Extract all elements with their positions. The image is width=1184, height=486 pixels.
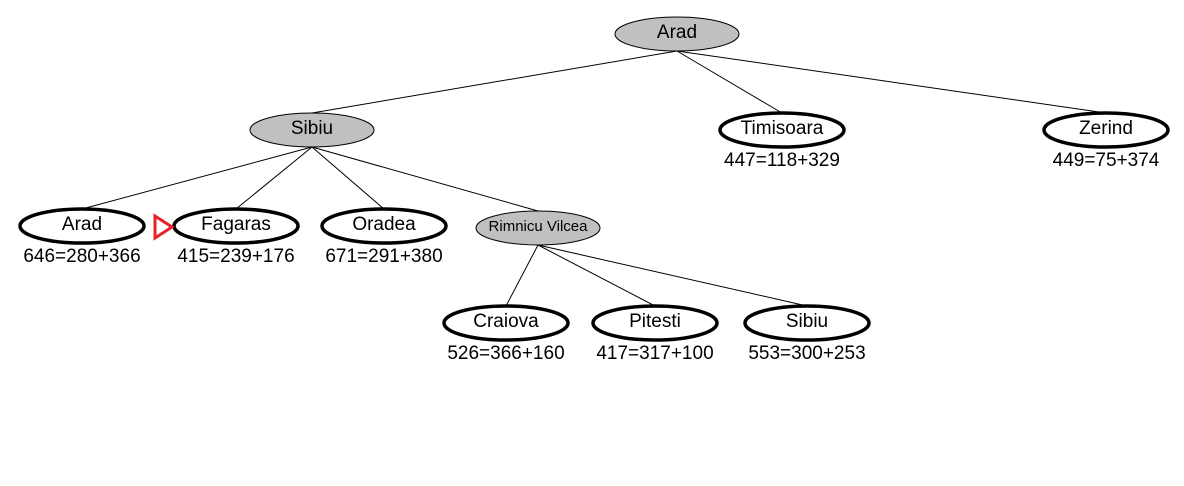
node-ellipse: [442, 304, 570, 342]
tree-node-craiova: Craiova 526=366+160: [442, 304, 570, 364]
tree-node-fagaras: Fagaras 415=239+176: [172, 207, 300, 267]
node-score: 671=291+380: [325, 246, 442, 267]
node-label: Fagaras: [201, 214, 271, 235]
node-score: 415=239+176: [177, 246, 294, 267]
node-ellipse: [614, 16, 740, 52]
tree-edge-sibiu-to-fagaras: [235, 146, 313, 210]
tree-edge-sibiu-to-rimnicu-vilcea: [311, 146, 539, 212]
node-ellipse: [1042, 111, 1170, 149]
tree-edge-rimnicu-vilcea-to-sibiu-leaf: [537, 244, 808, 307]
tree-edge-rimnicu-vilcea-to-craiova: [505, 244, 539, 307]
node-label: Oradea: [352, 214, 416, 235]
tree-node-rimnicu-vilcea: Rimnicu Vilcea: [475, 210, 601, 246]
tree-node-sibiu-leaf: Sibiu 553=300+253: [743, 304, 871, 364]
node-score: 447=118+329: [724, 150, 840, 171]
node-label: Craiova: [473, 311, 539, 332]
node-label: Arad: [62, 214, 102, 235]
tree-node-timisoara: Timisoara 447=118+329: [718, 111, 846, 171]
node-ellipse: [320, 207, 448, 245]
node-label: Timisoara: [741, 118, 824, 139]
node-score: 526=366+160: [447, 343, 564, 364]
tree-node-arad-root: Arad: [614, 16, 740, 52]
next-node-arrow-icon: [153, 213, 175, 241]
tree-node-arad-leaf: Arad 646=280+366: [18, 207, 146, 267]
tree-node-oradea: Oradea 671=291+380: [320, 207, 448, 267]
node-label: Pitesti: [629, 311, 681, 332]
node-label: Zerind: [1079, 118, 1133, 139]
node-ellipse: [591, 304, 719, 342]
node-ellipse: [18, 207, 146, 245]
node-ellipse: [249, 112, 375, 148]
tree-node-pitesti: Pitesti 417=317+100: [591, 304, 719, 364]
node-label: Sibiu: [291, 118, 333, 139]
node-score: 449=75+374: [1053, 150, 1160, 171]
tree-edge-arad-root-to-timisoara: [676, 50, 783, 114]
tree-edge-sibiu-to-oradea: [311, 146, 385, 210]
node-score: 646=280+366: [23, 246, 140, 267]
tree-edge-arad-root-to-zerind: [676, 50, 1107, 114]
tree-edge-arad-root-to-sibiu: [311, 50, 678, 114]
node-score: 553=300+253: [748, 343, 865, 364]
node-ellipse: [475, 210, 601, 246]
node-label: Arad: [657, 22, 697, 43]
tree-node-sibiu: Sibiu: [249, 112, 375, 148]
node-ellipse: [172, 207, 300, 245]
tree-node-zerind: Zerind 449=75+374: [1042, 111, 1170, 171]
node-ellipse: [718, 111, 846, 149]
node-score: 417=317+100: [596, 343, 713, 364]
node-ellipse: [743, 304, 871, 342]
node-label: Sibiu: [786, 311, 828, 332]
tree-edge-rimnicu-vilcea-to-pitesti: [537, 244, 656, 307]
tree-markers: [153, 213, 175, 241]
tree-edges: [81, 50, 1107, 307]
tree-edge-sibiu-to-arad-leaf: [81, 146, 313, 210]
node-label: Rimnicu Vilcea: [489, 218, 589, 235]
